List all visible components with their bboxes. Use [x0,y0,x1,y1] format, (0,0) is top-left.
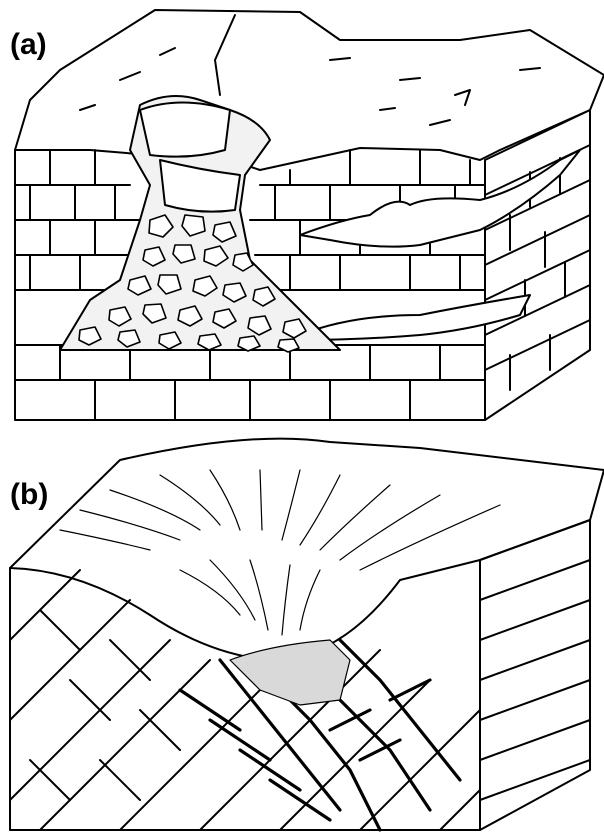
panel-label-b: (b) [10,480,48,510]
subsidence-block-illustration [0,430,604,837]
cave-passage-lower [300,295,530,340]
panel-label-a: (a) [10,30,47,60]
panel-a: (a) [0,0,604,430]
panel-b: (b) [0,430,604,837]
cave-passage-upper [300,150,580,247]
collapse-block-illustration [0,0,604,430]
